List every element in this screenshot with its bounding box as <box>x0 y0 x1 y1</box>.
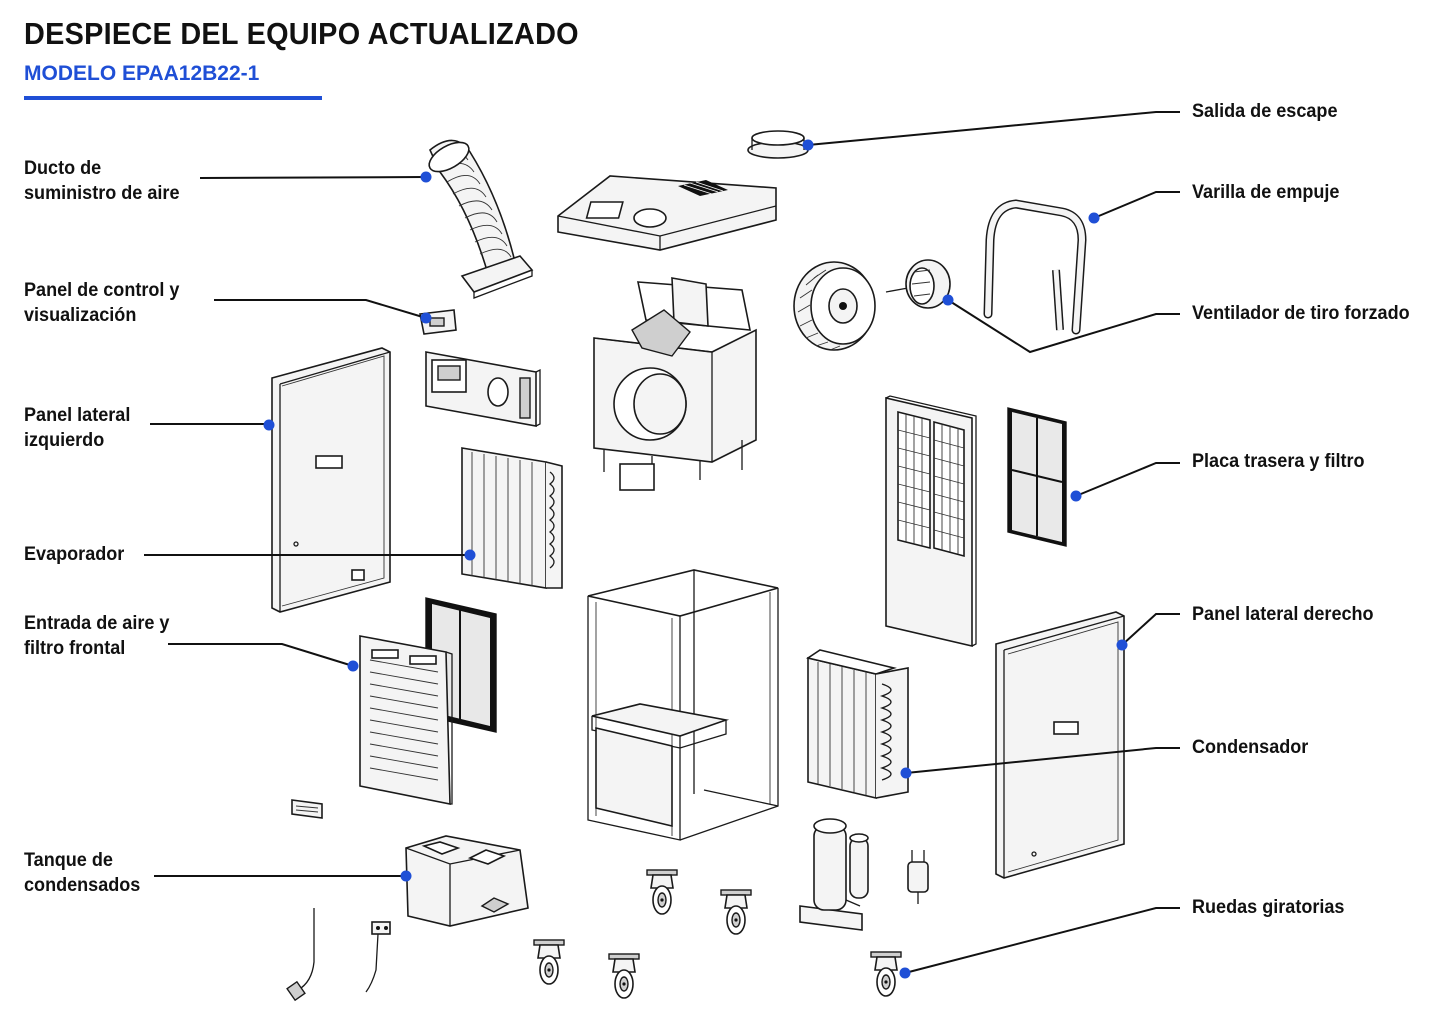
label-panel-derecho: Panel lateral derecho <box>1192 604 1374 625</box>
label-salida-escape: Salida de escape <box>1192 101 1338 122</box>
left-side-panel <box>271 347 391 613</box>
label-ventilador: Ventilador de tiro forzado <box>1192 303 1410 324</box>
diagram-title: DESPIECE DEL EQUIPO ACTUALIZADO <box>24 16 579 51</box>
label-varilla: Varilla de empuje <box>1192 182 1340 203</box>
leader-ducto <box>199 171 432 183</box>
leader-ventilador <box>942 294 1180 354</box>
capacitor <box>907 850 929 904</box>
float-sensor <box>365 921 391 993</box>
blower-wheel <box>793 261 876 351</box>
caster-wheel <box>646 869 678 915</box>
push-handle <box>983 199 1087 335</box>
exhaust-outlet <box>747 130 809 159</box>
leader-entrada <box>168 643 359 672</box>
leader-panel-derecho <box>1116 613 1180 651</box>
leader-ruedas <box>899 907 1180 979</box>
leader-panel-control <box>214 299 432 324</box>
title-underline <box>24 96 322 100</box>
leader-panel-izquierdo <box>150 419 275 431</box>
top-cover <box>557 175 777 251</box>
front-intake-grille <box>359 635 453 805</box>
caster-wheel <box>608 953 640 999</box>
leader-varilla <box>1088 191 1180 224</box>
power-cord <box>286 908 315 1002</box>
compressor <box>799 818 869 931</box>
label-ruedas: Ruedas giratorias <box>1192 897 1345 918</box>
main-frame <box>587 569 779 841</box>
leader-condensador <box>900 747 1180 779</box>
blower-housing <box>593 277 757 491</box>
small-switch <box>291 799 323 819</box>
supply-air-duct <box>428 139 534 299</box>
evaporator-coil <box>461 447 563 589</box>
leader-evaporador <box>144 549 476 561</box>
model-subtitle: MODELO EPAA12B22-1 <box>24 62 260 85</box>
leader-tanque <box>154 870 412 882</box>
label-evaporador: Evaporador <box>24 544 125 565</box>
back-plate <box>885 395 977 648</box>
caster-wheel <box>720 889 752 935</box>
caster-wheel <box>870 951 902 997</box>
leader-placa <box>1070 462 1180 502</box>
leader-salida <box>802 111 1180 151</box>
rear-filter <box>1007 407 1067 547</box>
label-placa-trasera: Placa trasera y filtro <box>1192 451 1365 472</box>
caster-wheel <box>533 939 565 985</box>
fan-motor <box>885 259 951 309</box>
label-condensador: Condensador <box>1192 737 1309 758</box>
condenser-coil <box>806 649 909 800</box>
control-panel <box>425 351 541 427</box>
right-side-panel <box>995 611 1125 879</box>
condensate-tank <box>405 835 529 927</box>
